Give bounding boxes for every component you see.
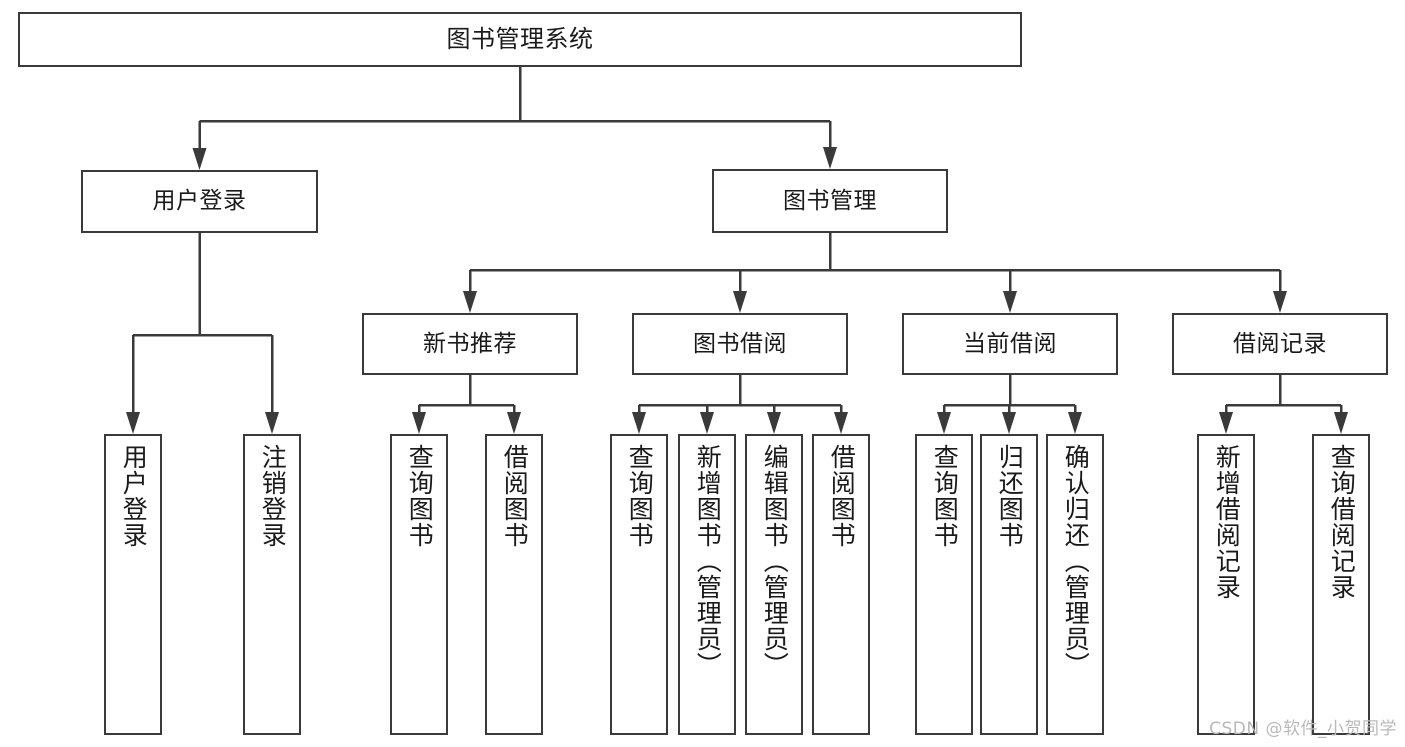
node-label: 归还图书 <box>995 444 1025 548</box>
node-label: 借阅图书 <box>827 444 857 548</box>
leaf-borrow-book[interactable]: 借阅图书 <box>812 434 870 735</box>
leaf-return-book[interactable]: 归还图书 <box>980 434 1038 735</box>
leaf-query-borrow-record[interactable]: 查询借阅记录 <box>1312 434 1370 735</box>
node-label: 借阅记录 <box>1233 330 1327 357</box>
leaf-query-book-current[interactable]: 查询图书 <box>915 434 973 735</box>
node-label: 用户登录 <box>152 188 247 215</box>
node-borrow-record[interactable]: 借阅记录 <box>1172 313 1388 375</box>
node-label: 图书借阅 <box>693 330 787 357</box>
node-user-login[interactable]: 用户登录 <box>81 170 318 233</box>
leaf-confirm-return-admin[interactable]: 确认归还（管理员） <box>1046 434 1104 735</box>
node-label: 确认归还（管理员） <box>1061 444 1091 678</box>
leaf-add-book-admin[interactable]: 新增图书（管理员） <box>678 434 736 735</box>
node-new-book-recommend[interactable]: 新书推荐 <box>362 313 578 375</box>
leaf-logout[interactable]: 注销登录 <box>243 434 301 735</box>
node-book-borrow[interactable]: 图书借阅 <box>632 313 848 375</box>
node-label: 查询图书 <box>930 444 960 548</box>
node-label: 新增借阅记录 <box>1212 444 1242 600</box>
leaf-query-book-recommend[interactable]: 查询图书 <box>390 434 448 735</box>
node-label: 借阅图书 <box>500 444 530 548</box>
node-book-management[interactable]: 图书管理 <box>712 169 948 233</box>
node-label: 用户登录 <box>119 444 149 548</box>
node-label: 图书管理系统 <box>446 24 594 53</box>
node-label: 查询借阅记录 <box>1327 444 1357 600</box>
node-label: 编辑图书（管理员） <box>760 444 790 678</box>
node-label: 查询图书 <box>405 444 435 548</box>
leaf-edit-book-admin[interactable]: 编辑图书（管理员） <box>745 434 803 735</box>
node-root-system[interactable]: 图书管理系统 <box>18 12 1022 67</box>
leaf-borrow-book-recommend[interactable]: 借阅图书 <box>485 434 543 735</box>
leaf-user-login[interactable]: 用户登录 <box>104 434 162 735</box>
node-label: 注销登录 <box>258 444 288 548</box>
node-label: 新书推荐 <box>423 330 517 357</box>
node-label: 新增图书（管理员） <box>693 444 723 678</box>
node-current-borrow[interactable]: 当前借阅 <box>902 313 1118 375</box>
node-label: 当前借阅 <box>963 330 1057 357</box>
leaf-add-borrow-record[interactable]: 新增借阅记录 <box>1197 434 1255 735</box>
node-label: 查询图书 <box>625 444 655 548</box>
leaf-query-book-borrow[interactable]: 查询图书 <box>610 434 668 735</box>
node-label: 图书管理 <box>783 187 877 214</box>
